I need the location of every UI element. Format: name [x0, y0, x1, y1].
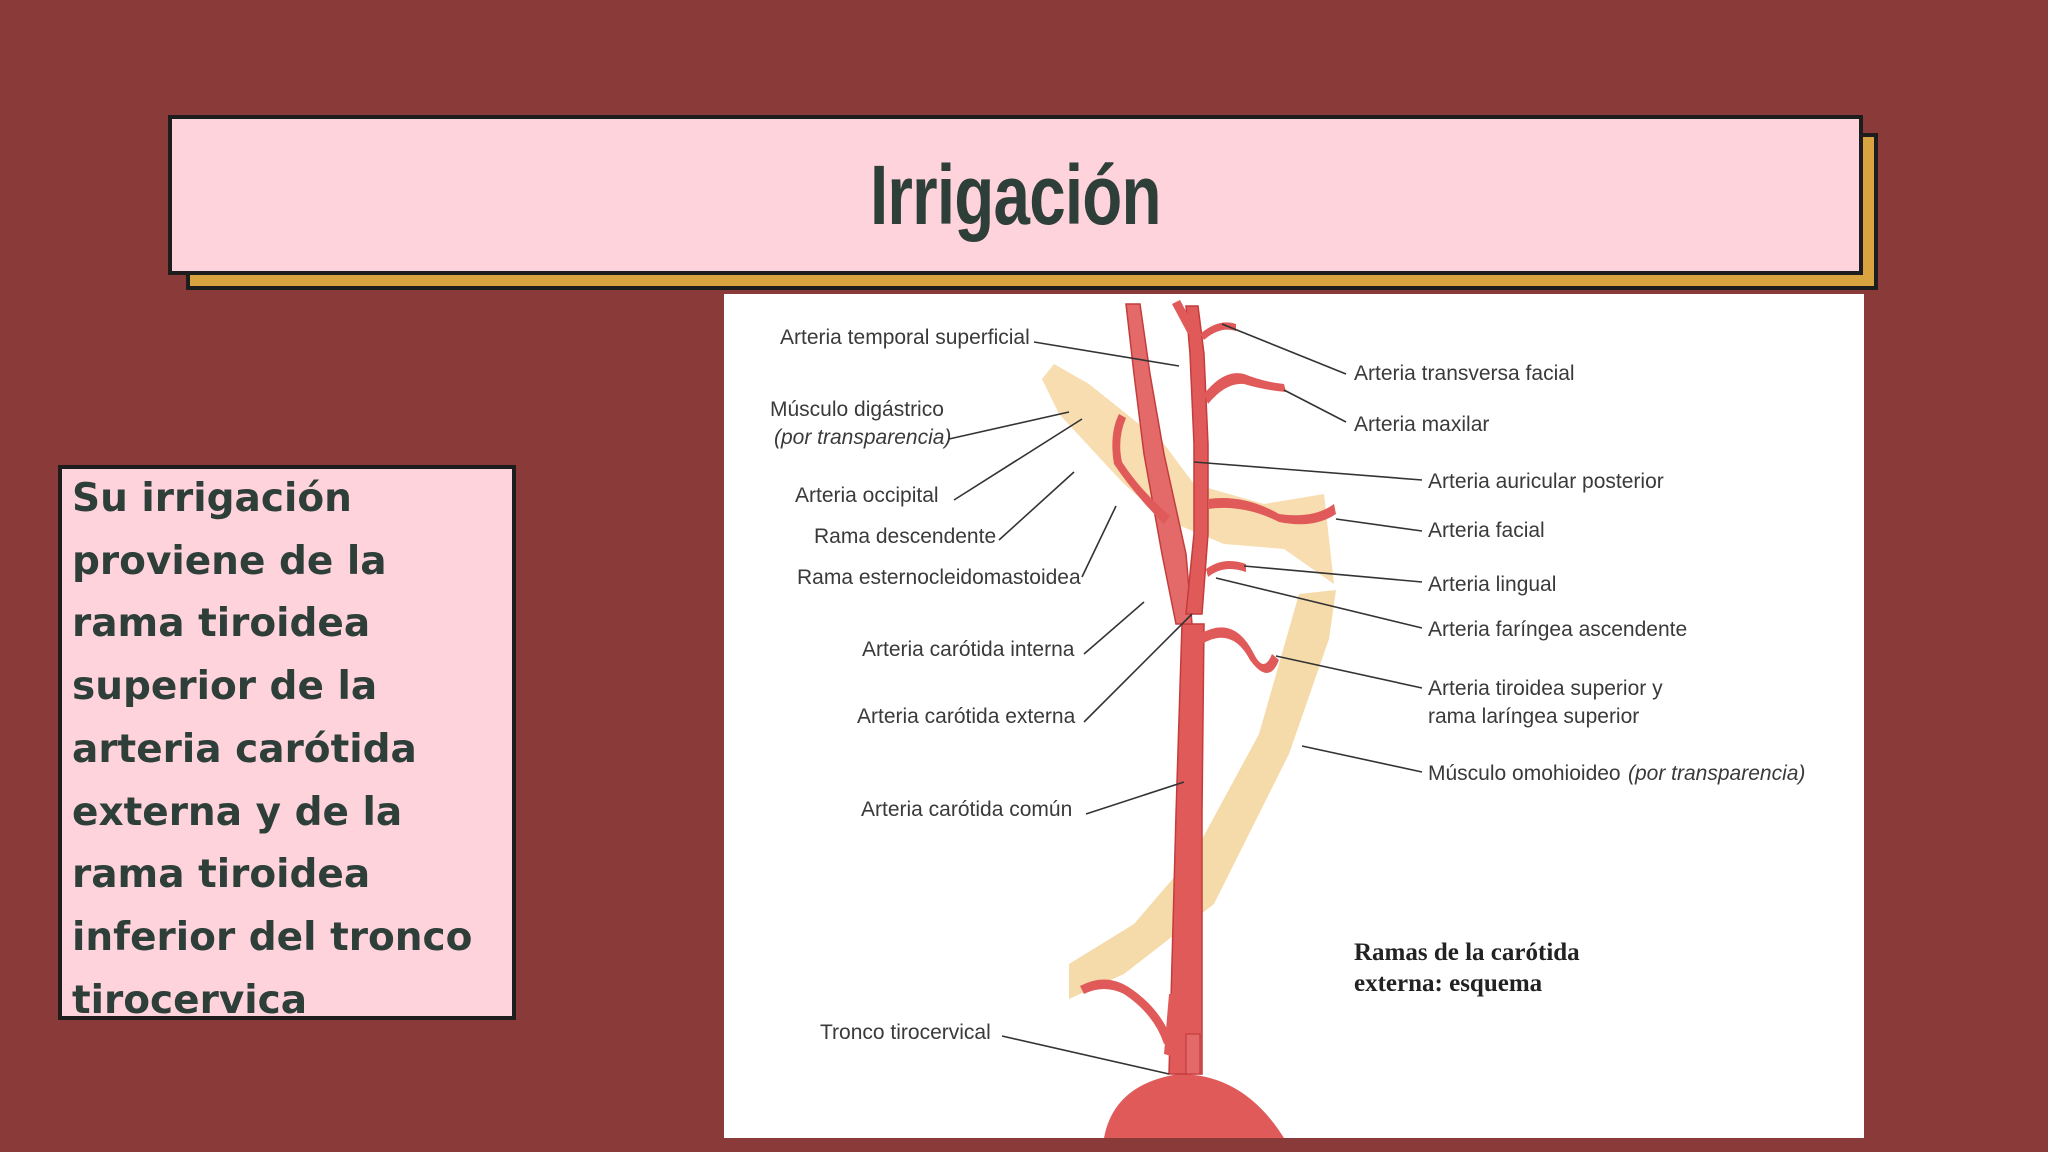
- leader-esterno: [1081, 505, 1117, 578]
- label-tiroidea-1: Arteria tiroidea superior y: [1428, 677, 1663, 700]
- omohyoid-muscle: [1069, 590, 1336, 999]
- label-maxilar: Arteria maxilar: [1354, 413, 1489, 436]
- label-faringea: Arteria faríngea ascendente: [1428, 618, 1687, 641]
- digastric-muscle: [1042, 364, 1334, 584]
- label-facial: Arteria facial: [1428, 519, 1545, 542]
- leader-tronco: [1001, 1035, 1170, 1075]
- leader-interna: [1083, 601, 1145, 655]
- superior-thyroid-branch: [1200, 627, 1279, 673]
- internal-carotid: [1125, 303, 1193, 625]
- leader-externa: [1083, 613, 1193, 723]
- temporal-artery: [1172, 300, 1196, 334]
- label-externa: Arteria carótida externa: [857, 705, 1076, 728]
- label-occipital: Arteria occipital: [795, 484, 939, 507]
- figure-caption-line-2: externa: esquema: [1354, 970, 1543, 997]
- label-omohioideo-note: (por transparencia): [1628, 762, 1805, 785]
- leader-omohioideo: [1301, 745, 1423, 773]
- carotid-branches-figure: Arteria temporal superficial Músculo dig…: [724, 294, 1864, 1138]
- label-lingual: Arteria lingual: [1428, 573, 1556, 596]
- label-omohioideo: Músculo omohioideo: [1428, 762, 1621, 785]
- leader-tiroidea: [1275, 655, 1423, 689]
- lingual-branch: [1206, 560, 1246, 577]
- label-transversa: Arteria transversa facial: [1354, 362, 1575, 385]
- thyrocervical-branch: [1164, 994, 1176, 1056]
- leader-faringea: [1215, 577, 1423, 629]
- leader-facial: [1335, 518, 1423, 532]
- label-esterno: Rama esternocleidomastoidea: [797, 566, 1081, 589]
- label-comun: Arteria carótida común: [861, 798, 1072, 821]
- external-carotid: [1185, 305, 1209, 615]
- body-text-box: Su irrigación proviene de la rama tiroid…: [58, 465, 516, 1023]
- label-digastrico: Músculo digástrico: [770, 398, 944, 421]
- carotid-diagram: Arteria temporal superficial Músculo dig…: [770, 300, 1805, 1138]
- transverse-facial-branch: [1200, 322, 1236, 340]
- label-interna: Arteria carótida interna: [862, 638, 1075, 661]
- slide-title: Irrigación: [870, 147, 1162, 242]
- label-descendente: Rama descendente: [814, 525, 996, 548]
- leader-temporal: [1033, 341, 1180, 367]
- label-tiroidea-2: rama laríngea superior: [1428, 705, 1639, 728]
- leader-occipital: [953, 418, 1083, 501]
- maxillary-branch: [1204, 373, 1286, 404]
- thyrocervical-trunk: [1080, 979, 1172, 1044]
- leader-digastrico: [948, 411, 1070, 440]
- label-auricular: Arteria auricular posterior: [1428, 470, 1664, 493]
- facial-branch: [1208, 498, 1336, 525]
- label-digastrico-note: (por transparencia): [774, 426, 951, 449]
- leader-transversa: [1221, 323, 1347, 375]
- occipital-branch: [1112, 414, 1170, 524]
- label-tronco: Tronco tirocervical: [820, 1021, 991, 1044]
- leader-maxilar: [1283, 389, 1347, 423]
- title-banner: Irrigación: [168, 115, 1863, 275]
- label-temporal: Arteria temporal superficial: [780, 326, 1030, 349]
- common-carotid: [1168, 623, 1205, 1075]
- figure-caption-line-1: Ramas de la carótida: [1354, 939, 1580, 966]
- vertebral-stub: [1185, 1033, 1201, 1075]
- leader-comun: [1085, 781, 1185, 815]
- leader-auricular: [1193, 461, 1423, 481]
- leader-descendente: [998, 471, 1075, 541]
- body-text: Su irrigación proviene de la rama tiroid…: [72, 476, 473, 1023]
- leader-lingual: [1243, 565, 1423, 583]
- aortic-arch: [1104, 1074, 1284, 1138]
